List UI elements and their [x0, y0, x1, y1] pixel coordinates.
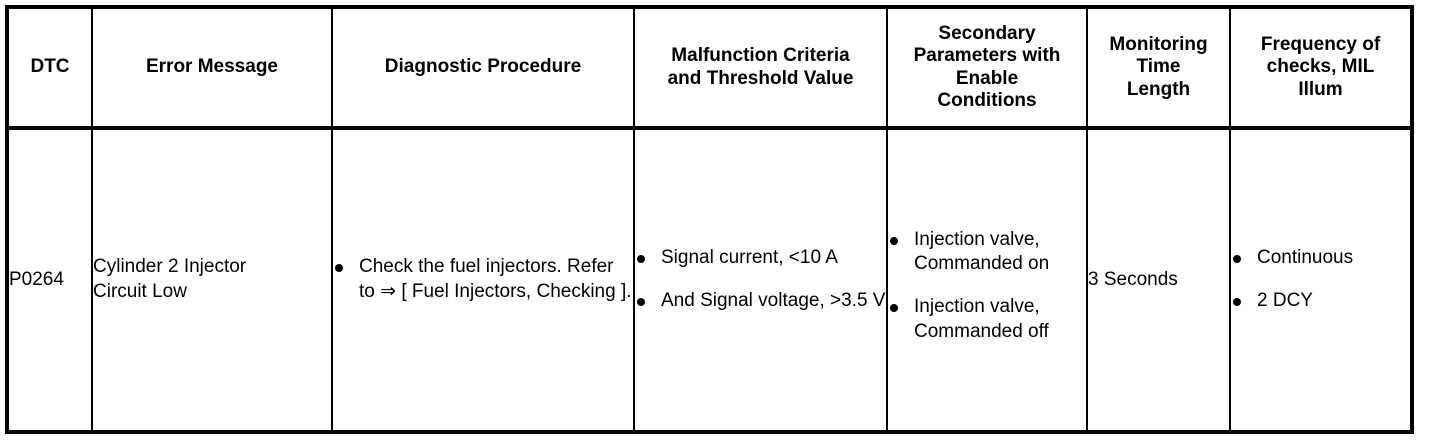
- dtc-detail-table: DTC Error Message Diagnostic Procedure M…: [5, 5, 1414, 434]
- column-header-diagnostic-procedure: Diagnostic Procedure: [331, 7, 635, 130]
- column-header-error-message: Error Message: [91, 7, 333, 130]
- table-body: P0264 Cylinder 2 Injector Circuit Low Ch…: [7, 128, 1412, 432]
- cell-monitoring-time-length: 3 Seconds: [1086, 128, 1231, 432]
- list-item: And Signal voltage, >3.5 V: [635, 289, 886, 314]
- list-item-label: Signal current, <10 A: [661, 247, 838, 269]
- secondary-parameters-wrapper: Injection valve, Commanded on Injection …: [888, 216, 1086, 345]
- secondary-parameters-list: Injection valve, Commanded on Injection …: [888, 228, 1086, 345]
- list-item: Injection valve, Commanded off: [888, 295, 1086, 344]
- column-header-dtc: DTC: [7, 7, 93, 130]
- list-item: Check the fuel injectors. Refer to ⇒ [ F…: [333, 255, 633, 304]
- bullet-icon: [1233, 298, 1241, 306]
- list-item: Injection valve, Commanded on: [888, 228, 1086, 277]
- malfunction-criteria-list: Signal current, <10 A And Signal voltage…: [635, 246, 886, 313]
- header-row: DTC Error Message Diagnostic Procedure M…: [7, 7, 1412, 130]
- list-item-label: Injection valve, Commanded off: [914, 296, 1049, 342]
- bullet-icon: [637, 298, 645, 306]
- cell-error-message: Cylinder 2 Injector Circuit Low: [91, 128, 333, 432]
- column-header-monitoring-time-length: Monitoring Time Length: [1086, 7, 1231, 130]
- column-header-secondary-parameters: Secondary Parameters with Enable Conditi…: [886, 7, 1088, 130]
- list-item-label: Injection valve, Commanded on: [914, 228, 1050, 275]
- list-item: 2 DCY: [1231, 289, 1410, 314]
- cell-frequency-of-checks: Continuous 2 DCY: [1229, 128, 1412, 432]
- list-item-label: And Signal voltage, >3.5 V: [661, 290, 886, 311]
- diagnostic-procedure-list: Check the fuel injectors. Refer to ⇒ [ F…: [333, 255, 633, 304]
- frequency-of-checks-list: Continuous 2 DCY: [1231, 246, 1410, 313]
- list-item-label: 2 DCY: [1257, 290, 1313, 311]
- bullet-icon: [1233, 255, 1241, 264]
- bullet-icon: [335, 264, 343, 273]
- list-item-label: Check the fuel injectors. Refer to ⇒ [ F…: [359, 256, 632, 302]
- cell-secondary-parameters: Injection valve, Commanded on Injection …: [886, 128, 1088, 432]
- table-header: DTC Error Message Diagnostic Procedure M…: [7, 7, 1412, 130]
- cell-dtc-code: P0264: [7, 128, 93, 432]
- column-header-frequency-of-checks: Frequency of checks, MIL Illum: [1229, 7, 1412, 130]
- cell-malfunction-criteria: Signal current, <10 A And Signal voltage…: [633, 128, 888, 432]
- table-row: P0264 Cylinder 2 Injector Circuit Low Ch…: [7, 128, 1412, 432]
- list-item: Signal current, <10 A: [635, 246, 886, 271]
- cell-diagnostic-procedure: Check the fuel injectors. Refer to ⇒ [ F…: [331, 128, 635, 432]
- list-item-label: Continuous: [1257, 247, 1354, 269]
- list-item: Continuous: [1231, 246, 1410, 271]
- bullet-icon: [890, 236, 898, 245]
- bullet-icon: [637, 255, 645, 264]
- bullet-icon: [890, 304, 898, 312]
- column-header-malfunction-criteria: Malfunction Criteria and Threshold Value: [633, 7, 888, 130]
